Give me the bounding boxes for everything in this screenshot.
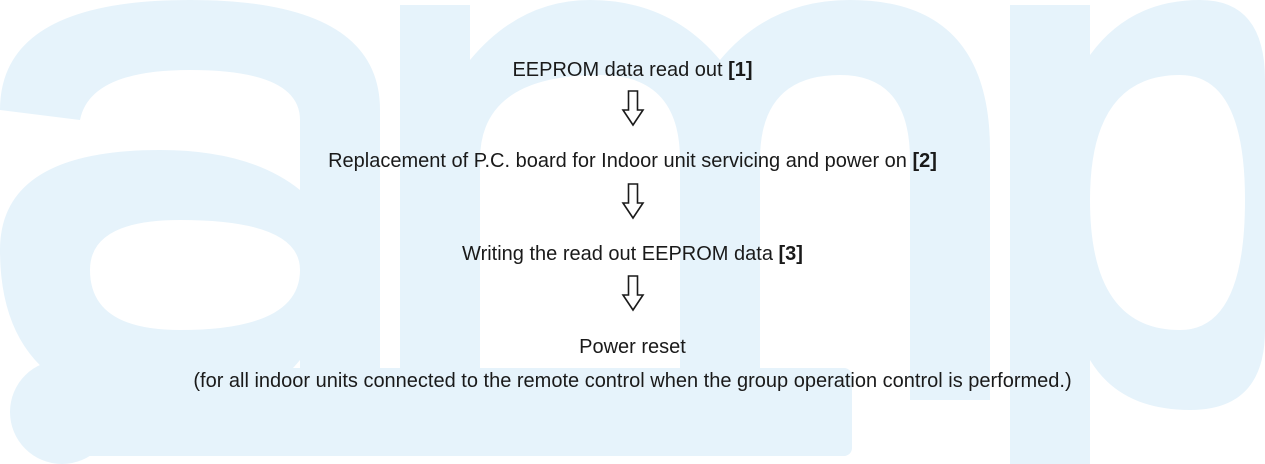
- flow-step-3-text: Writing the read out EEPROM data: [462, 243, 779, 265]
- flow-step-4-text: Power reset: [579, 336, 686, 358]
- flow-step-2-ref: [2]: [912, 150, 937, 172]
- flow-step-1-ref: [1]: [728, 59, 753, 81]
- flow-step-2: Replacement of P.C. board for Indoor uni…: [0, 149, 1265, 173]
- flow-step-4: Power reset: [0, 335, 1265, 359]
- flow-step-2-text: Replacement of P.C. board for Indoor uni…: [328, 150, 913, 172]
- down-arrow-icon: [0, 273, 1265, 313]
- flow-note-text: (for all indoor units connected to the r…: [193, 370, 1072, 392]
- down-arrow-icon: [0, 88, 1265, 128]
- flow-step-3-ref: [3]: [778, 243, 803, 265]
- flow-note: (for all indoor units connected to the r…: [0, 369, 1265, 393]
- down-arrow-icon: [0, 181, 1265, 221]
- flow-step-3: Writing the read out EEPROM data [3]: [0, 242, 1265, 266]
- flow-step-1: EEPROM data read out [1]: [0, 58, 1265, 82]
- flow-step-1-text: EEPROM data read out: [512, 59, 729, 81]
